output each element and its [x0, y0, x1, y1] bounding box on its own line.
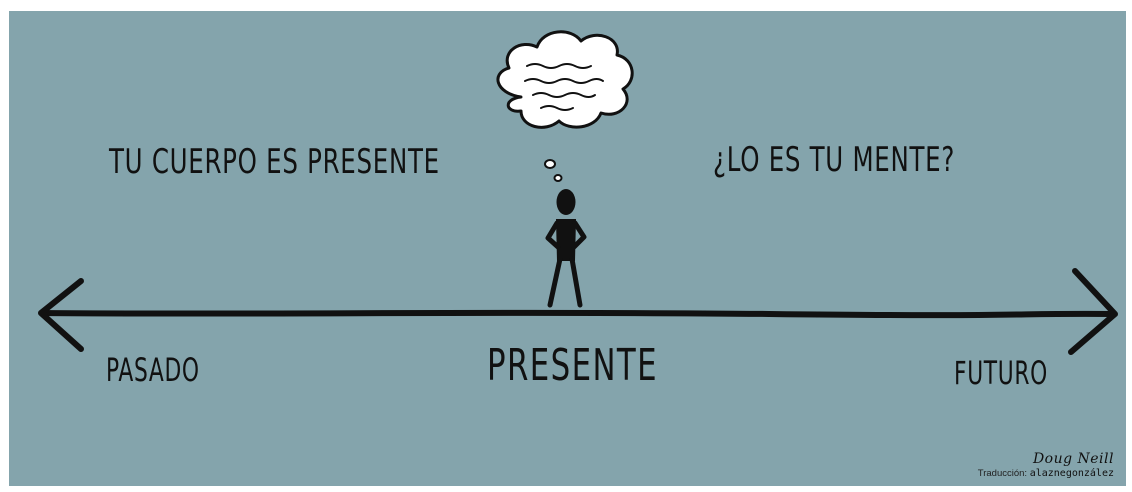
- figure-left-leg: [547, 256, 563, 308]
- arrow-right-icon: [1068, 268, 1118, 355]
- illustration-panel: TU CUERPO ES PRESENTE ¿LO ES TU MENTE? P…: [9, 11, 1126, 486]
- timeline-label-future: FUTURO: [954, 354, 1048, 392]
- left-heading: TU CUERPO ES PRESENTE: [109, 142, 440, 182]
- figure-left-arm: [545, 220, 561, 250]
- thought-bubble-icon: [496, 30, 634, 182]
- thought-squiggle-4: [540, 105, 574, 111]
- right-heading: ¿LO ES TU MENTE?: [713, 140, 956, 180]
- timeline: [38, 268, 1118, 355]
- illustration-drawing: [38, 30, 1118, 355]
- thought-squiggle-2: [524, 78, 604, 84]
- translation-credit: Traducción: alaznegonzález: [978, 468, 1114, 479]
- arrow-left-icon: [38, 278, 84, 352]
- author-credit: Doug Neill: [1032, 451, 1114, 467]
- thought-squiggle-3: [532, 92, 596, 98]
- translator-name: alaznegonzález: [1029, 468, 1114, 479]
- thought-squiggle-1: [526, 63, 592, 69]
- figure-right-leg: [569, 256, 583, 308]
- stick-figure-icon: [545, 189, 587, 308]
- timeline-label-present: PRESENTE: [487, 340, 658, 391]
- figure-right-arm: [571, 220, 587, 250]
- figure-head: [556, 189, 576, 215]
- thought-dot-small: [553, 174, 563, 182]
- translation-label: Traducción:: [977, 468, 1028, 479]
- timeline-line: [40, 309, 1116, 319]
- timeline-label-past: PASADO: [106, 351, 200, 389]
- thought-dot-large: [544, 159, 556, 169]
- figure-torso: [556, 219, 576, 261]
